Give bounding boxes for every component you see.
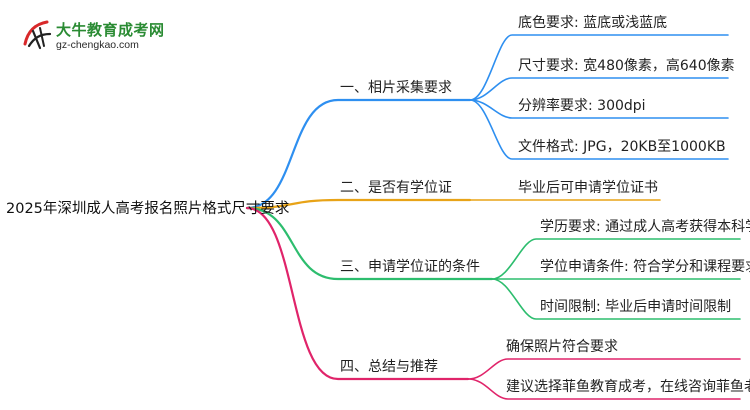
logo-title: 大牛教育成考网	[56, 21, 165, 39]
bull-logo-icon	[23, 20, 52, 50]
leaf-education-requirement: 学历要求: 通过成人高考获得本科学历	[540, 219, 750, 235]
branch-connector	[245, 206, 494, 281]
leaf-connector	[491, 238, 741, 280]
leaf-size: 尺寸要求: 宽480像素，高640像素	[518, 58, 735, 74]
leaf-connector	[469, 99, 729, 119]
leaf-apply-degree: 毕业后可申请学位证书	[518, 180, 658, 196]
branch-connector	[245, 98, 472, 210]
leaf-degree-conditions: 学位申请条件: 符合学分和课程要求	[540, 259, 750, 275]
logo-url: gz-chengkao.com	[56, 39, 139, 51]
leaf-connector	[469, 99, 729, 160]
leaf-connector	[491, 278, 741, 320]
leaf-background-color: 底色要求: 蓝底或浅蓝底	[518, 15, 668, 31]
branch-connector	[245, 198, 472, 210]
branch-degree-conditions: 三、申请学位证的条件	[340, 259, 480, 275]
leaf-file-format: 文件格式: JPG，20KB至1000KB	[518, 139, 726, 155]
leaf-recommendation: 建议选择菲鱼教育成考，在线咨询菲鱼老师	[506, 379, 750, 395]
branch-photo-requirements: 一、相片采集要求	[340, 80, 452, 96]
root-topic: 2025年深圳成人高考报名照片格式尺寸要求	[6, 201, 290, 217]
leaf-time-limit: 时间限制: 毕业后申请时间限制	[540, 299, 732, 315]
leaf-connector	[469, 34, 729, 101]
branch-summary: 四、总结与推荐	[340, 359, 438, 375]
branch-degree-certificate: 二、是否有学位证	[340, 180, 452, 196]
leaf-connector	[469, 77, 729, 101]
leaf-connector	[467, 378, 741, 400]
leaf-resolution: 分辨率要求: 300dpi	[518, 98, 646, 114]
site-logo[interactable]: 大牛教育成考网 gz-chengkao.com	[20, 16, 170, 56]
leaf-connector	[467, 358, 741, 380]
branch-connector	[245, 206, 470, 381]
leaf-ensure-photo: 确保照片符合要求	[506, 339, 618, 355]
